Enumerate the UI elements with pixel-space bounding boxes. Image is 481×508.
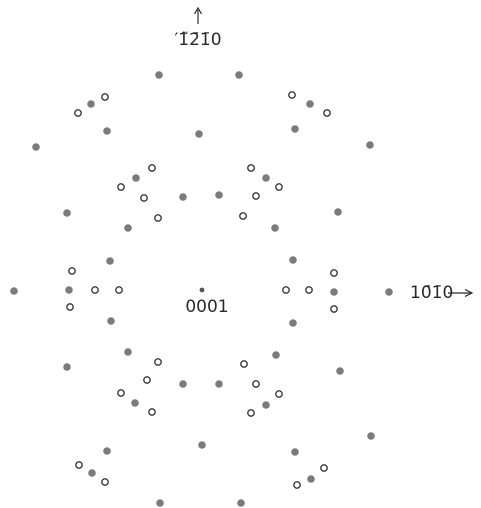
- filled-spot: [107, 317, 115, 325]
- open-spot: [154, 358, 162, 366]
- filled-spot: [307, 475, 315, 483]
- filled-spot: [262, 174, 270, 182]
- horizontal-axis-label: 10̄1̄0: [410, 283, 453, 303]
- open-spot: [75, 461, 83, 469]
- open-spot: [323, 109, 331, 117]
- filled-spot: [103, 447, 111, 455]
- filled-spot: [155, 71, 163, 79]
- up-arrow-head: [193, 6, 203, 15]
- open-spot: [305, 286, 313, 294]
- filled-spot: [198, 441, 206, 449]
- filled-spot: [271, 224, 279, 232]
- vertical-axis-marker: ′1̃2̄1̄0: [174, 6, 222, 50]
- open-spot: [66, 303, 74, 311]
- filled-spot: [289, 256, 297, 264]
- open-spot: [293, 481, 301, 489]
- open-spot: [117, 389, 125, 397]
- filled-spot: [366, 141, 374, 149]
- filled-spot: [215, 191, 223, 199]
- filled-spot: [124, 348, 132, 356]
- filled-spot: [367, 432, 375, 440]
- open-spot: [247, 164, 255, 172]
- open-spot: [288, 91, 296, 99]
- open-spot: [143, 376, 151, 384]
- open-spot: [330, 305, 338, 313]
- horizontal-axis-marker: 10̄1̄0: [410, 283, 474, 303]
- right-arrow-head: [464, 288, 474, 298]
- center-spot: [199, 287, 205, 293]
- filled-spot: [237, 499, 245, 507]
- open-spot: [148, 408, 156, 416]
- filled-spot: [87, 100, 95, 108]
- filled-spot: [195, 130, 203, 138]
- open-spot: [115, 286, 123, 294]
- filled-spot: [262, 401, 270, 409]
- filled-spot: [156, 499, 164, 507]
- open-spot: [275, 183, 283, 191]
- filled-spot: [106, 257, 114, 265]
- open-spot: [74, 109, 82, 117]
- filled-spot: [179, 193, 187, 201]
- open-spot: [239, 212, 247, 220]
- open-spot: [240, 360, 248, 368]
- filled-spot: [291, 125, 299, 133]
- filled-spot: [65, 286, 73, 294]
- open-spot: [320, 464, 328, 472]
- filled-spot: [132, 174, 140, 182]
- filled-spot: [385, 288, 393, 296]
- filled-spot: [103, 127, 111, 135]
- filled-spot: [179, 380, 187, 388]
- open-spot: [140, 194, 148, 202]
- filled-spot: [63, 363, 71, 371]
- vertical-axis-label: ′1̃2̄1̄0: [174, 30, 221, 50]
- filled-spot: [32, 143, 40, 151]
- filled-spot: [289, 319, 297, 327]
- filled-spot: [10, 287, 18, 295]
- filled-spot: [124, 224, 132, 232]
- open-spot: [91, 286, 99, 294]
- filled-spot: [306, 100, 314, 108]
- filled-spot: [330, 288, 338, 296]
- filled-spot: [291, 448, 299, 456]
- filled-spot: [272, 351, 280, 359]
- filled-spot: [336, 367, 344, 375]
- filled-spot: [235, 71, 243, 79]
- filled-spot: [131, 399, 139, 407]
- center-spot-label: 0001: [185, 297, 228, 317]
- open-spot: [68, 267, 76, 275]
- filled-spot: [215, 380, 223, 388]
- filled-spot: [334, 208, 342, 216]
- open-spot: [282, 286, 290, 294]
- open-spot: [247, 409, 255, 417]
- open-spot: [275, 390, 283, 398]
- diffraction-spots: [10, 71, 393, 507]
- open-spot: [252, 380, 260, 388]
- open-spot: [148, 164, 156, 172]
- open-spot: [117, 183, 125, 191]
- open-spot: [101, 93, 109, 101]
- open-spot: [101, 478, 109, 486]
- filled-spot: [88, 469, 96, 477]
- filled-spot: [63, 209, 71, 217]
- open-spot: [154, 214, 162, 222]
- open-spot: [330, 269, 338, 277]
- open-spot: [252, 192, 260, 200]
